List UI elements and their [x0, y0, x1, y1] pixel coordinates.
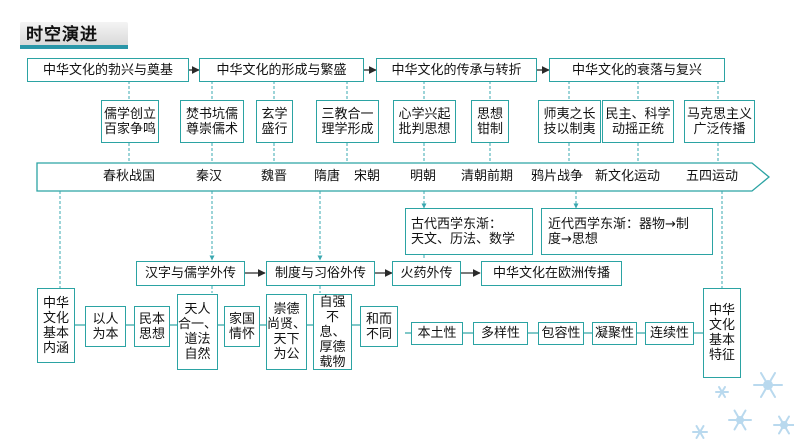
timeline-band: [36, 162, 771, 192]
trait-item-label: 本土性: [417, 326, 457, 341]
timeline-period-spring-autumn: 春秋战国: [103, 169, 156, 184]
section-title-badge: [20, 22, 128, 48]
spread-label: 中华文化在欧洲传播: [492, 266, 610, 281]
stage-label: 中华文化的勃兴与奠基: [42, 62, 173, 78]
connotation-item-label: 民本 思想: [138, 311, 165, 342]
timeline-period-song: 宋朝: [354, 169, 381, 184]
trait-item-native: 本土性: [411, 322, 463, 345]
timeline-period-qin-han: 秦汉: [196, 169, 223, 184]
thought-box-neo-confucianism: 三教合一 理学形成: [316, 100, 379, 143]
trait-item-inclusiveness: 包容性: [538, 322, 584, 345]
connotation-item-label: 天人 合一、 道法 自然: [178, 302, 218, 362]
stage-box-formation: 中华文化的形成与繁盛: [199, 58, 364, 82]
connotation-item-harmony-diversity: 和而 不同: [360, 306, 398, 347]
spread-label: 汉字与儒学外传: [144, 266, 236, 281]
traits-header-label: 中华 文化 基本 特征: [708, 303, 735, 363]
thought-label: 马克思主义 广泛传播: [686, 106, 752, 137]
west-learning-label: 古代西学东渐： 天文、历法、数学: [411, 216, 516, 247]
trait-item-label: 多样性: [480, 326, 520, 341]
connotation-header-box: 中华 文化 基本 内涵: [37, 288, 75, 363]
thought-box-democracy-science: 民主、科学 动摇正统: [602, 100, 674, 143]
stage-label: 中华文化的形成与繁盛: [216, 62, 347, 78]
thought-label: 民主、科学 动摇正统: [605, 106, 671, 137]
connotation-header-label: 中华 文化 基本 内涵: [42, 295, 69, 356]
spread-box-europe: 中华文化在欧洲传播: [481, 261, 622, 286]
timeline-period-ming: 明朝: [410, 169, 437, 184]
trait-item-label: 连续性: [649, 326, 689, 341]
connotation-item-people-based: 民本 思想: [134, 306, 170, 347]
trait-item-diversity: 多样性: [473, 322, 528, 345]
thought-label: 玄学 盛行: [261, 106, 288, 137]
trait-item-label: 凝聚性: [594, 326, 634, 341]
connotation-item-family-country: 家国 情怀: [224, 306, 260, 347]
thought-label: 师夷之长 技以制夷: [543, 106, 596, 137]
timeline-period-early-qing: 清朝前期: [461, 169, 514, 184]
section-title-underline: [20, 45, 128, 49]
timeline-period-may-fourth: 五四运动: [686, 169, 739, 184]
stage-label: 中华文化的传承与转折: [391, 62, 522, 78]
trait-item-label: 包容性: [541, 326, 581, 341]
connotation-item-label: 崇德 尚贤、 天下 为公: [267, 302, 307, 362]
thought-box-mind-school: 心学兴起 批判思想: [393, 100, 456, 143]
stage-box-inheritance: 中华文化的传承与转折: [376, 58, 537, 82]
thought-box-learn-from-west: 师夷之长 技以制夷: [538, 100, 601, 143]
thought-box-thought-control: 思想 钳制: [471, 100, 509, 143]
spread-label: 制度与习俗外传: [274, 266, 366, 281]
timeline-period-sui-tang: 隋唐: [314, 169, 341, 184]
west-learning-label: 近代西学东渐：器物→制 度→思想: [548, 216, 689, 247]
spread-box-characters-confucianism: 汉字与儒学外传: [136, 261, 245, 286]
connotation-item-label: 家国 情怀: [228, 311, 255, 342]
thought-box-metaphysics: 玄学 盛行: [256, 100, 293, 143]
west-learning-ancient-box: 古代西学东渐： 天文、历法、数学: [405, 208, 533, 255]
stage-box-decline-revival: 中华文化的衰落与复兴: [549, 58, 725, 82]
timeline-period-wei-jin: 魏晋: [261, 169, 288, 184]
trait-item-cohesion: 凝聚性: [592, 322, 637, 345]
timeline-period-opium-war: 鸦片战争: [531, 169, 584, 184]
thought-box-book-burning: 焚书坑儒 尊崇儒术: [180, 100, 244, 143]
thought-label: 儒学创立 百家争鸣: [103, 106, 156, 137]
spread-box-gunpowder: 火药外传: [392, 261, 461, 286]
stage-label: 中华文化的衰落与复兴: [571, 62, 702, 78]
thought-label: 焚书坑儒 尊崇儒术: [185, 106, 238, 137]
connotation-item-people-oriented: 以人 为本: [85, 306, 126, 347]
timeline-period-new-culture: 新文化运动: [595, 169, 661, 184]
thought-label: 三教合一 理学形成: [321, 106, 374, 137]
spread-label: 火药外传: [400, 266, 453, 281]
thought-label: 心学兴起 批判思想: [398, 106, 451, 137]
connotation-item-self-improvement: 自强 不息、 厚德 载物: [313, 294, 352, 370]
connotation-item-virtue-public: 崇德 尚贤、 天下 为公: [266, 294, 307, 370]
stage-box-rise: 中华文化的勃兴与奠基: [27, 58, 189, 82]
connotation-item-label: 以人 为本: [92, 311, 119, 342]
trait-item-continuity: 连续性: [645, 322, 694, 345]
thought-label: 思想 钳制: [476, 106, 503, 137]
section-title: 时空演进: [26, 25, 98, 45]
traits-header-box: 中华 文化 基本 特征: [703, 288, 741, 378]
spread-box-institutions-customs: 制度与习俗外传: [266, 261, 375, 286]
thought-box-confucianism: 儒学创立 百家争鸣: [101, 100, 159, 143]
connotation-item-label: 自强 不息、 厚德 载物: [319, 294, 346, 370]
connotation-item-label: 和而 不同: [365, 311, 392, 342]
thought-box-marxism: 马克思主义 广泛传播: [684, 100, 755, 143]
west-learning-modern-box: 近代西学东渐：器物→制 度→思想: [541, 208, 713, 255]
connotation-item-harmony-nature: 天人 合一、 道法 自然: [177, 294, 218, 370]
